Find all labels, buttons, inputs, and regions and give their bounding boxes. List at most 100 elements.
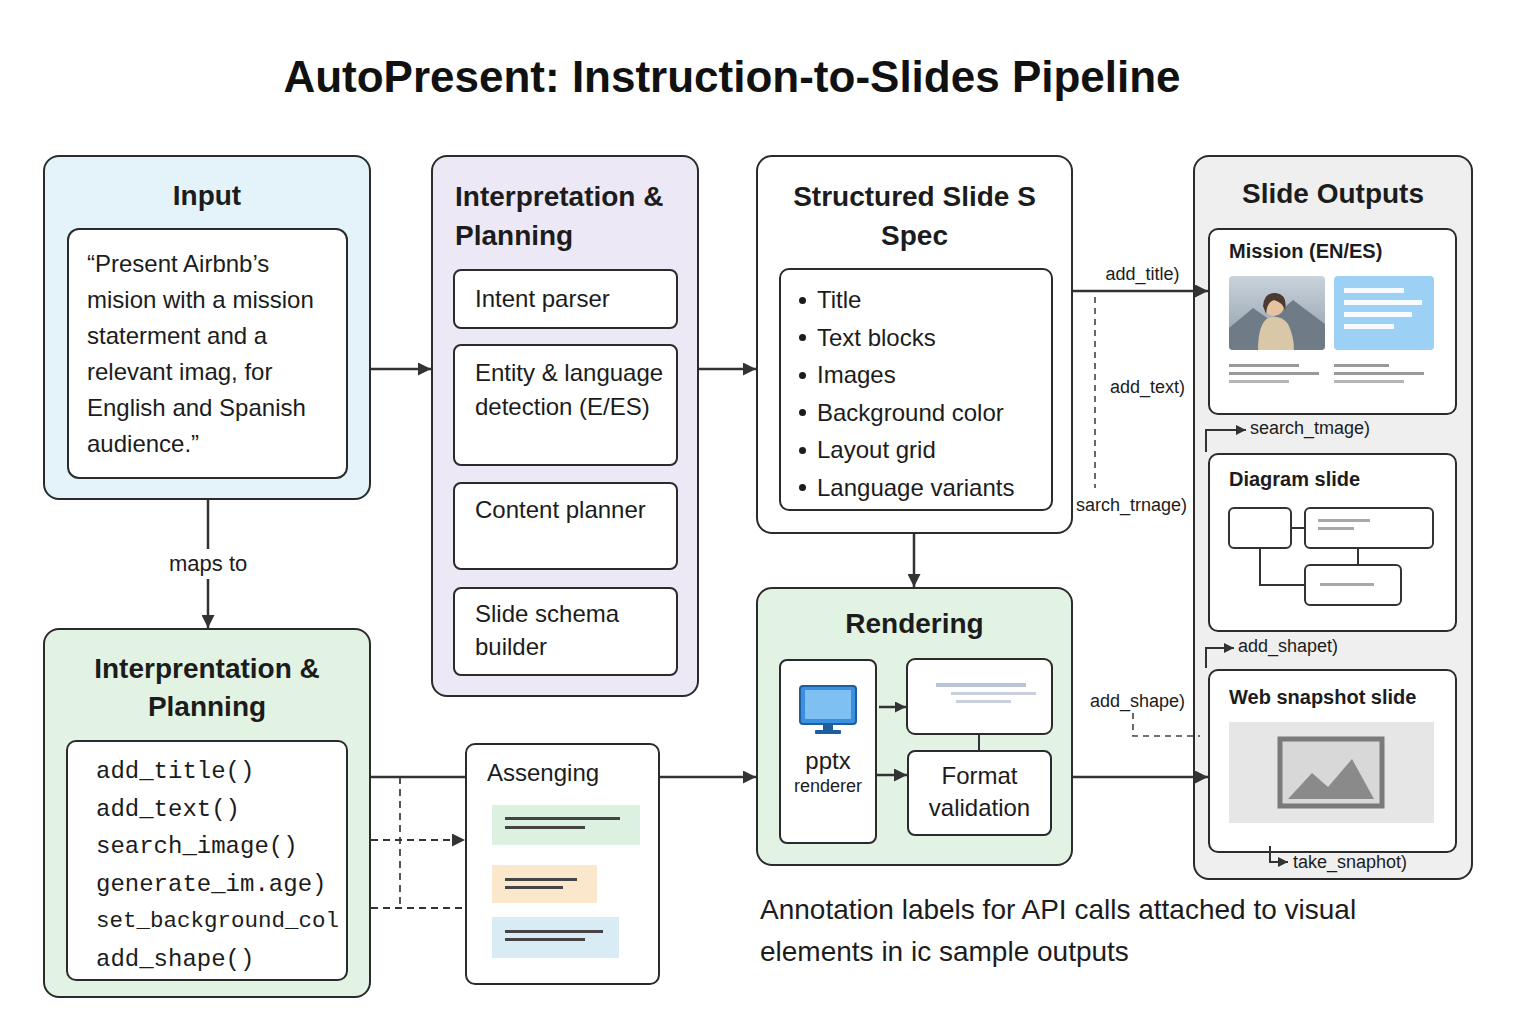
flow-arrow bbox=[1073, 290, 1208, 293]
spec-panel: Structured Slide S SpecTitleText blocksI… bbox=[756, 155, 1073, 534]
rect-shape bbox=[505, 878, 577, 881]
rect-shape bbox=[1344, 300, 1422, 305]
rect-shape bbox=[1334, 372, 1424, 375]
rect-shape bbox=[956, 700, 1011, 703]
spec-item: Background color bbox=[787, 394, 1043, 432]
slide-card: Diagram slide bbox=[1208, 453, 1457, 632]
rect-shape bbox=[1344, 288, 1404, 293]
spec-item: Text blocks bbox=[787, 319, 1043, 357]
path-shape bbox=[1263, 293, 1286, 314]
api-call: set_background_col bbox=[96, 903, 342, 941]
panel-heading: Structured Slide S Spec bbox=[772, 177, 1057, 255]
dashed-branch bbox=[399, 777, 401, 908]
dashed-connector bbox=[371, 839, 465, 841]
spec-item: Language variants bbox=[787, 469, 1043, 507]
api-annotation: sarch_trnage) bbox=[1076, 494, 1187, 516]
api-call: add_text() bbox=[96, 791, 342, 829]
rect-shape bbox=[907, 659, 1052, 734]
rect-shape bbox=[505, 938, 585, 941]
api-call: search_image() bbox=[96, 828, 342, 866]
instruction-box: “Present Airbnb’s mision with a mission … bbox=[67, 228, 348, 479]
outputs-panel: Slide OutputsMission (EN/ES)Diagram slid… bbox=[1193, 155, 1473, 880]
renderer-box: pptxrenderer bbox=[779, 659, 877, 844]
path-shape bbox=[1258, 317, 1294, 350]
bullet-dot bbox=[799, 484, 806, 491]
box-label: Entity & language detection (E/ES) bbox=[475, 356, 666, 424]
rect-shape bbox=[1305, 508, 1433, 548]
rect-shape bbox=[1320, 583, 1374, 586]
rect-shape bbox=[951, 692, 1036, 695]
api-annotation: add_shapet) bbox=[1238, 635, 1338, 657]
leader-line bbox=[1094, 297, 1096, 488]
panel-heading: Input bbox=[61, 179, 353, 213]
api-annotation: take_snaphot) bbox=[1293, 851, 1407, 873]
bullet-dot bbox=[799, 334, 806, 341]
flow-arrow bbox=[371, 776, 465, 779]
box-label: Slide schema builder bbox=[475, 597, 666, 663]
rect-shape bbox=[505, 826, 585, 829]
api-annotation: add_shape) bbox=[1090, 690, 1185, 712]
rect-shape bbox=[505, 817, 620, 820]
flow-arrow bbox=[207, 500, 210, 628]
rect-shape bbox=[1229, 508, 1291, 548]
flow-arrow bbox=[660, 776, 756, 779]
rect-shape bbox=[1229, 364, 1299, 367]
flow-arrow bbox=[913, 534, 916, 587]
flow-arrow bbox=[371, 368, 431, 371]
rect-shape bbox=[492, 865, 597, 903]
rect-shape bbox=[1229, 380, 1289, 383]
rect-shape bbox=[505, 886, 563, 889]
box-label: Intent parser bbox=[475, 283, 666, 315]
rect-shape bbox=[1334, 276, 1434, 350]
api-annotation: add_text) bbox=[1110, 376, 1185, 398]
panel-heading: Interprentation & Planning bbox=[59, 650, 355, 726]
code-box: add_title()add_text()search_image()gener… bbox=[66, 740, 348, 981]
process-box: Format validation bbox=[907, 750, 1052, 836]
leader-line bbox=[1133, 713, 1200, 736]
input-panel: Input “Present Airbnb’s mision with a mis… bbox=[43, 155, 371, 500]
box-label: “Present Airbnb’s mision with a mission … bbox=[87, 246, 336, 462]
leader-arrow bbox=[1206, 648, 1234, 668]
rect-shape bbox=[1334, 364, 1389, 367]
box-label: Web snapshot slide bbox=[1229, 684, 1447, 710]
process-box: Entity & language detection (E/ES) bbox=[453, 344, 678, 466]
dashed-connector bbox=[371, 907, 465, 909]
flow-arrow bbox=[877, 774, 907, 777]
rect-shape bbox=[1318, 519, 1370, 522]
rect-shape bbox=[805, 690, 851, 719]
rect-shape bbox=[1229, 372, 1319, 375]
box-label: Mission (EN/ES) bbox=[1229, 238, 1447, 264]
rect-shape bbox=[1280, 739, 1382, 806]
spec-item: Images bbox=[787, 356, 1043, 394]
rect-shape bbox=[1344, 324, 1394, 329]
bullet-dot bbox=[799, 372, 806, 379]
box-label: Content planner bbox=[475, 492, 666, 527]
rect-shape bbox=[936, 683, 1026, 687]
bullet-dot bbox=[799, 447, 806, 454]
process-box: Slide schema builder bbox=[453, 587, 678, 676]
rect-shape bbox=[1229, 722, 1434, 823]
edge-label: add_title) bbox=[1106, 263, 1180, 285]
panel-heading: Interpretation & Planning bbox=[455, 177, 685, 255]
rect-shape bbox=[1344, 312, 1412, 317]
rect-shape bbox=[505, 930, 603, 933]
api-call: generate_im.age) bbox=[96, 866, 342, 904]
rect-shape bbox=[1305, 565, 1401, 605]
rect-shape bbox=[823, 724, 833, 730]
process-box: Intent parser bbox=[453, 269, 678, 329]
leader-arrow bbox=[1206, 430, 1246, 452]
api-call: add_shape() bbox=[96, 941, 342, 979]
edge-label: maps to bbox=[165, 549, 251, 579]
api-annotation: search_tmage) bbox=[1250, 417, 1370, 439]
slide-card: Web snapshot slide bbox=[1208, 669, 1457, 853]
box-label: Assenging bbox=[487, 757, 650, 789]
bullet-dot bbox=[799, 409, 806, 416]
panel-heading: Rendering bbox=[768, 607, 1061, 641]
assembling-box: Assenging bbox=[465, 743, 660, 985]
box-label: pptx bbox=[783, 747, 873, 775]
rect-shape bbox=[815, 730, 841, 734]
rect-shape bbox=[1229, 276, 1325, 350]
api-call: add_title() bbox=[96, 753, 342, 791]
path-shape bbox=[879, 706, 906, 709]
